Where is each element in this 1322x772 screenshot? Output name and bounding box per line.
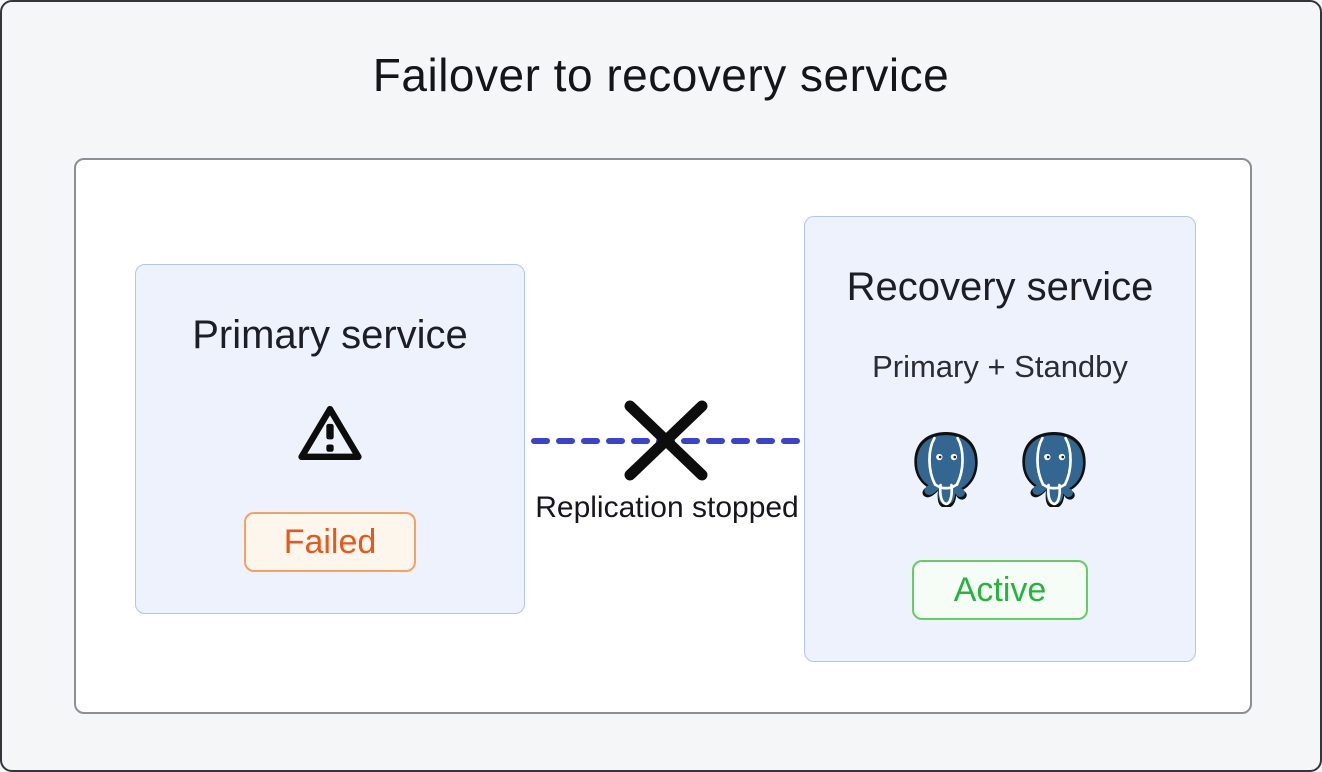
x-cross-icon [624, 400, 708, 481]
diagram-canvas: Primary service Failed Replication stopp… [74, 158, 1252, 714]
failed-status-badge: Failed [244, 512, 416, 572]
failed-status-label: Failed [283, 522, 377, 561]
recovery-service-title: Recovery service [846, 265, 1154, 309]
replication-stopped-label: Replication stopped [535, 491, 799, 524]
warning-triangle-icon [297, 403, 363, 463]
primary-service-title: Primary service [192, 313, 468, 357]
postgresql-elephant-icon [907, 429, 985, 507]
replication-connector [531, 400, 802, 481]
active-status-label: Active [953, 570, 1047, 609]
postgresql-elephant-icon [1015, 429, 1093, 507]
postgres-instances-row [805, 429, 1195, 507]
recovery-service-box: Recovery service Primary + Standby Activ… [804, 216, 1196, 662]
warning-icon-wrap [136, 403, 524, 463]
active-status-badge: Active [912, 560, 1088, 620]
recovery-service-subtitle: Primary + Standby [872, 349, 1128, 384]
page-title: Failover to recovery service [372, 49, 950, 101]
primary-service-box: Primary service Failed [135, 264, 525, 614]
